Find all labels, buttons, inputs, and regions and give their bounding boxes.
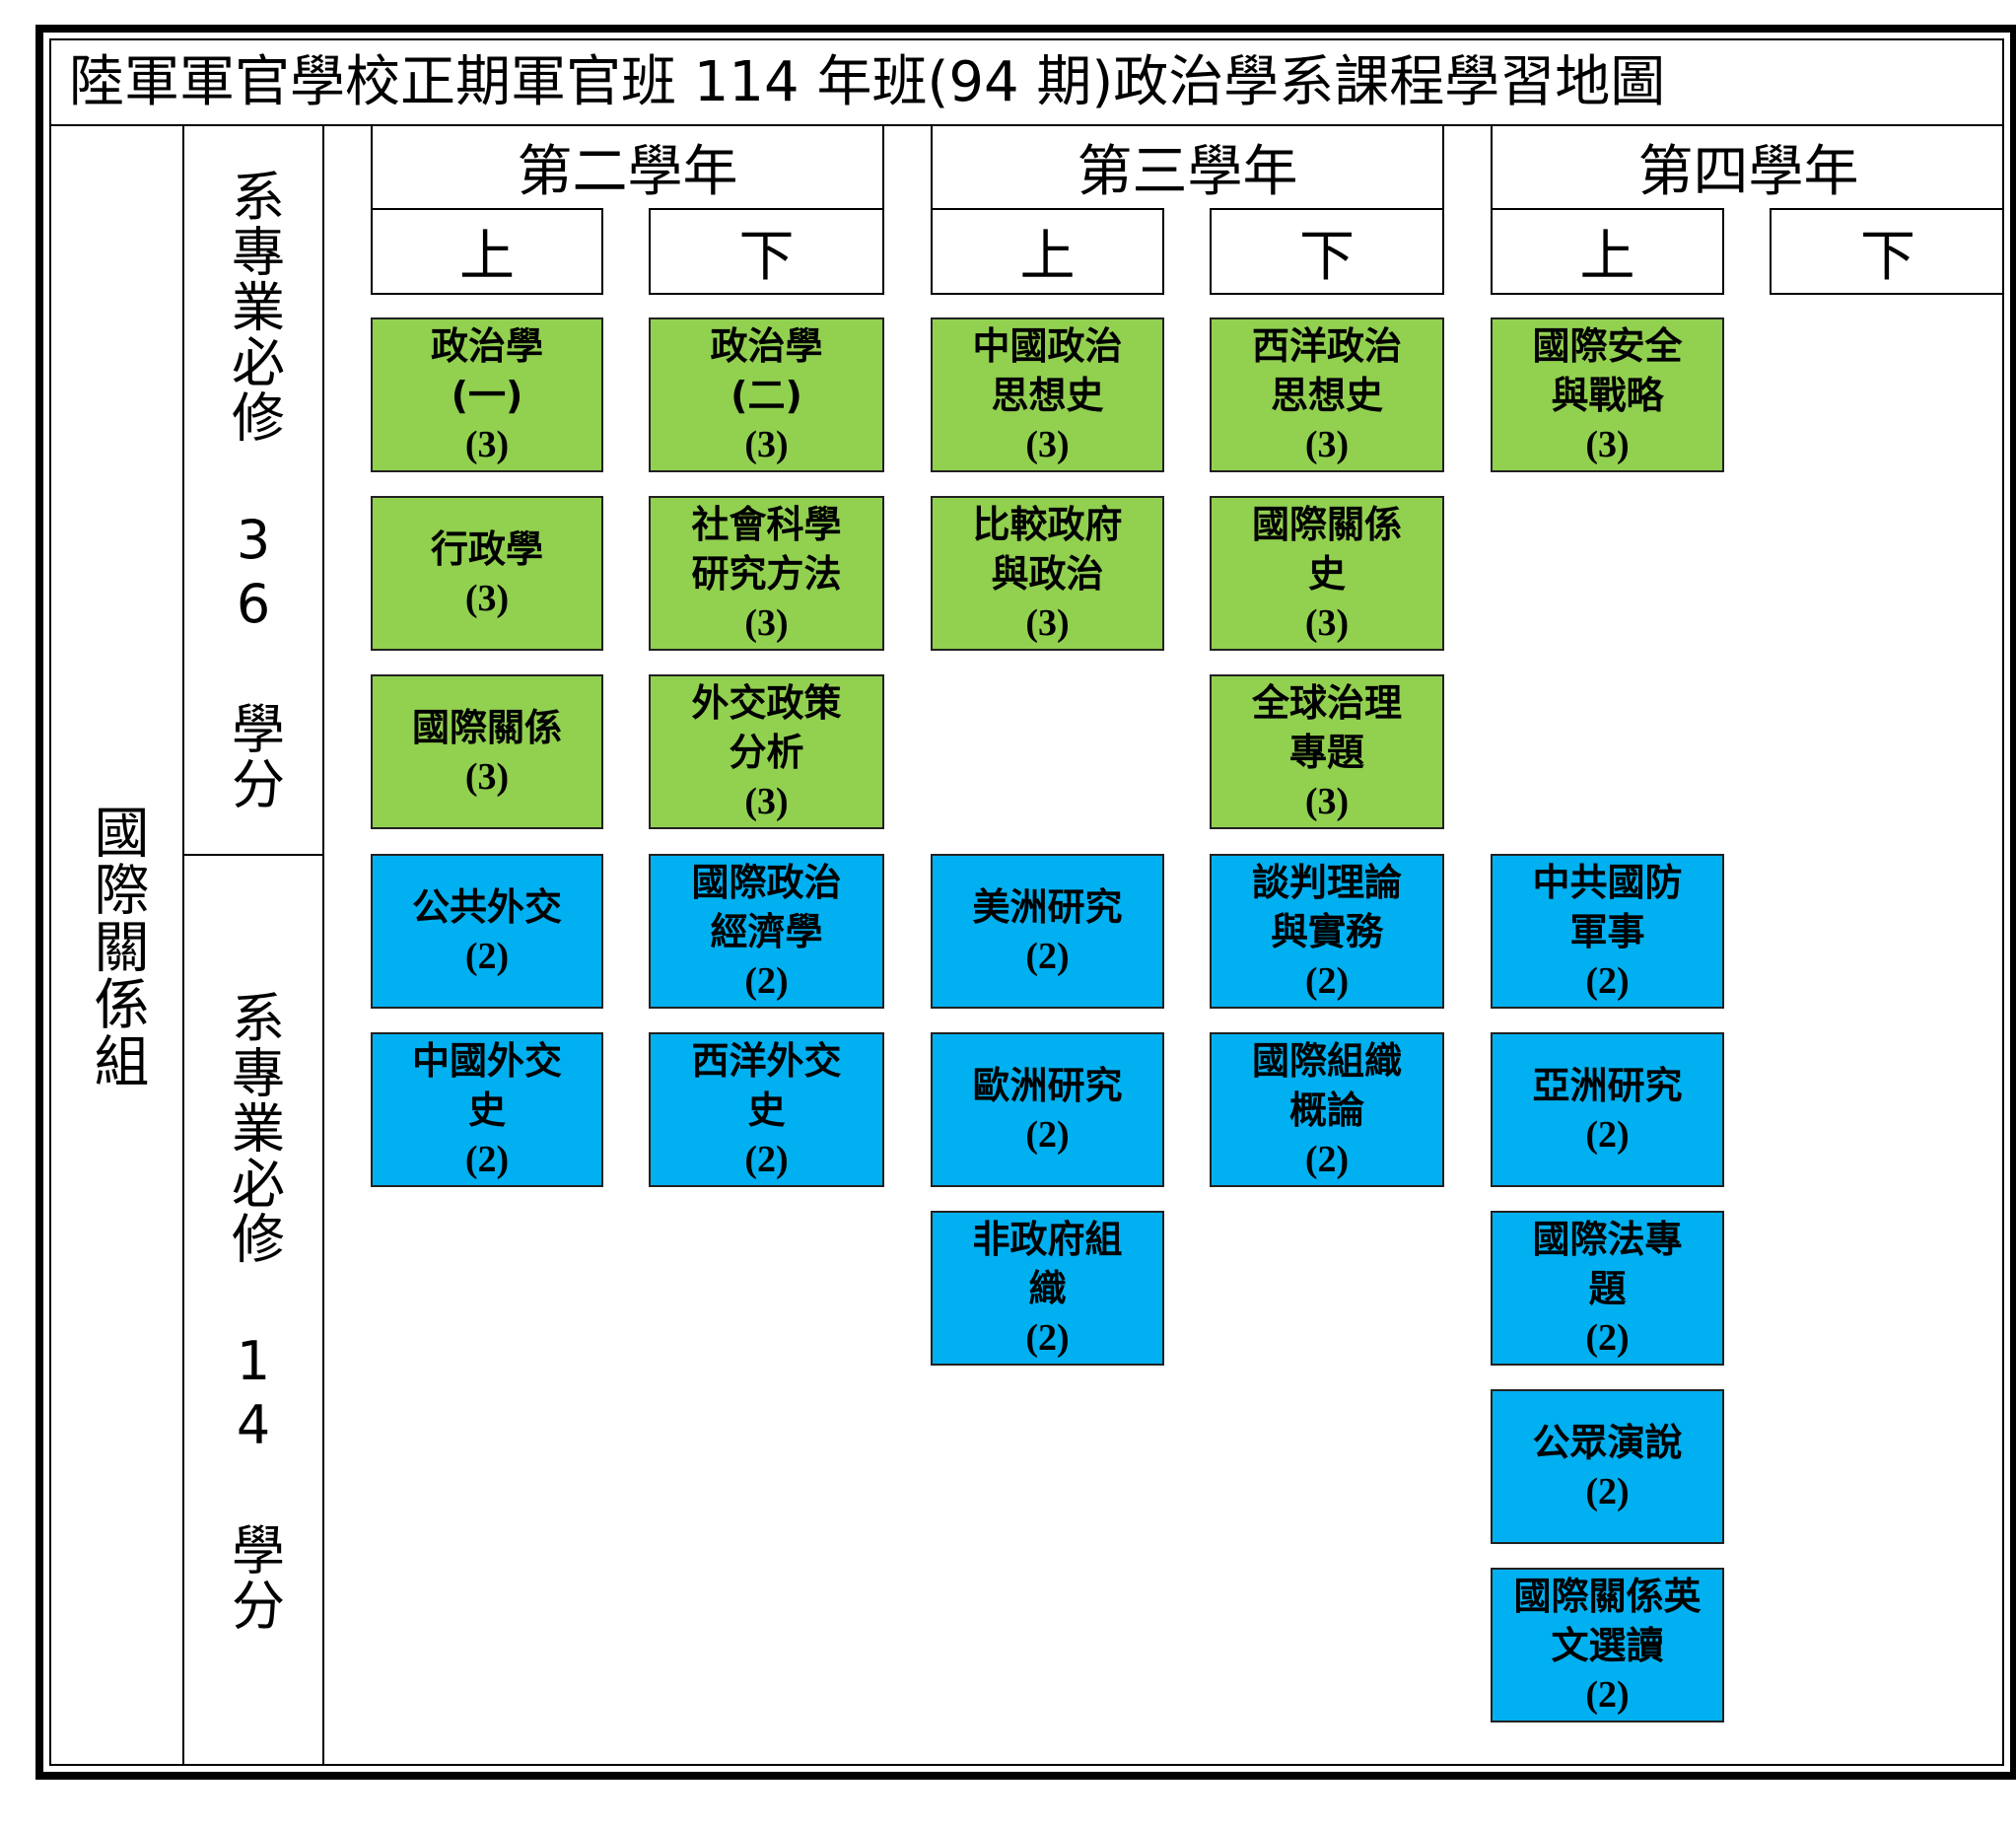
section-label-elective: 系專業必修 14 學分 [222,989,285,1633]
course-box: 國際安全 與戰略 (3) [1491,317,1724,472]
course-box: 公共外交 (2) [371,854,603,1009]
course-credit: (2) [1585,959,1630,1002]
course-name: 國際關係 [411,705,562,749]
course-credit: (3) [1304,601,1350,644]
course-box: 國際關係 (3) [371,674,603,829]
group-label: 國際關係組 [85,803,149,1089]
course-box: 政治學 (一) (3) [371,317,603,472]
course-credit: (3) [1025,423,1070,465]
course-box: 社會科學 研究方法 (3) [649,496,884,651]
course-name: 國際政治 經濟學 [691,860,842,953]
course-credit: (2) [1025,1316,1070,1359]
group-column-divider [182,124,184,1766]
course-credit: (3) [464,577,510,619]
course-name: 國際關係英 文選讀 [1513,1574,1702,1667]
course-name: 外交政策 分析 [691,680,842,774]
course-name: 國際關係 史 [1251,502,1402,596]
semester-header-y4-second: 下 [1770,208,2004,295]
course-credit: (2) [464,1138,510,1180]
course-name: 比較政府 與政治 [972,502,1123,596]
section-label-required: 系專業必修 36 學分 [222,169,285,811]
course-box: 中國政治 思想史 (3) [931,317,1164,472]
outer-frame [35,25,2016,1780]
course-credit: (3) [1025,601,1070,644]
course-credit: (2) [1025,1113,1070,1156]
course-name: 行政學 [430,527,543,571]
course-box: 外交政策 分析 (3) [649,674,884,829]
course-name: 全球治理 專題 [1251,680,1402,774]
course-box: 美洲研究 (2) [931,854,1164,1009]
course-box: 談判理論 與實務 (2) [1210,854,1444,1009]
course-box: 中共國防 軍事 (2) [1491,854,1724,1009]
course-box: 國際法專 題 (2) [1491,1211,1724,1366]
semester-header-y2-first: 上 [371,208,603,295]
course-name: 公眾演說 [1532,1420,1683,1464]
course-name: 政治學 (二) [710,323,823,417]
semester-header-y2-second: 下 [649,208,884,295]
course-credit: (3) [464,423,510,465]
course-box: 西洋政治 思想史 (3) [1210,317,1444,472]
year-header-3: 第三學年 [931,124,1444,208]
course-box: 亞洲研究 (2) [1491,1032,1724,1187]
course-name: 非政府組 織 [972,1217,1123,1310]
section-divider [182,854,323,856]
course-name: 中國外交 史 [411,1038,562,1132]
course-box: 國際組織 概論 (2) [1210,1032,1444,1187]
course-credit: (3) [1304,423,1350,465]
course-name: 中國政治 思想史 [972,323,1123,417]
course-credit: (3) [1585,423,1630,465]
course-box: 西洋外交 史 (2) [649,1032,884,1187]
course-box: 國際政治 經濟學 (2) [649,854,884,1009]
course-credit: (3) [744,423,789,465]
course-credit: (2) [1304,959,1350,1002]
semester-header-y3-second: 下 [1210,208,1444,295]
semester-header-y3-first: 上 [931,208,1164,295]
course-name: 國際安全 與戰略 [1532,323,1683,417]
course-name: 國際法專 題 [1532,1217,1683,1310]
course-name: 西洋外交 史 [691,1038,842,1132]
course-name: 中共國防 軍事 [1532,860,1683,953]
course-box: 非政府組 織 (2) [931,1211,1164,1366]
course-credit: (3) [744,601,789,644]
course-name: 亞洲研究 [1532,1063,1683,1107]
year-header-2: 第二學年 [371,124,884,208]
course-box: 政治學 (二) (3) [649,317,884,472]
course-name: 社會科學 研究方法 [691,502,842,596]
course-box: 國際關係 史 (3) [1210,496,1444,651]
section-column-divider [322,124,324,1766]
course-name: 公共外交 [411,884,562,929]
course-credit: (2) [1585,1113,1630,1156]
course-name: 談判理論 與實務 [1251,860,1402,953]
semester-header-y4-first: 上 [1491,208,1724,295]
page-title: 陸軍軍官學校正期軍官班 114 年班(94 期)政治學系課程學習地圖 [69,50,1666,114]
course-box: 比較政府 與政治 (3) [931,496,1164,651]
course-credit: (2) [744,959,789,1002]
course-name: 歐洲研究 [972,1063,1123,1107]
inner-frame [49,38,2004,1766]
course-credit: (2) [1304,1138,1350,1180]
course-credit: (3) [1304,780,1350,822]
course-box: 國際關係英 文選讀 (2) [1491,1568,1724,1722]
course-credit: (2) [1025,935,1070,977]
course-credit: (2) [464,935,510,977]
course-box: 中國外交 史 (2) [371,1032,603,1187]
course-credit: (3) [464,755,510,798]
course-box: 行政學 (3) [371,496,603,651]
course-box: 公眾演說 (2) [1491,1389,1724,1544]
course-credit: (3) [744,780,789,822]
course-name: 西洋政治 思想史 [1251,323,1402,417]
course-credit: (2) [1585,1470,1630,1512]
course-name: 國際組織 概論 [1251,1038,1402,1132]
course-name: 政治學 (一) [430,323,543,417]
course-credit: (2) [744,1138,789,1180]
course-credit: (2) [1585,1673,1630,1716]
course-name: 美洲研究 [972,884,1123,929]
course-box: 全球治理 專題 (3) [1210,674,1444,829]
year-header-4: 第四學年 [1491,124,2004,208]
course-credit: (2) [1585,1316,1630,1359]
course-box: 歐洲研究 (2) [931,1032,1164,1187]
